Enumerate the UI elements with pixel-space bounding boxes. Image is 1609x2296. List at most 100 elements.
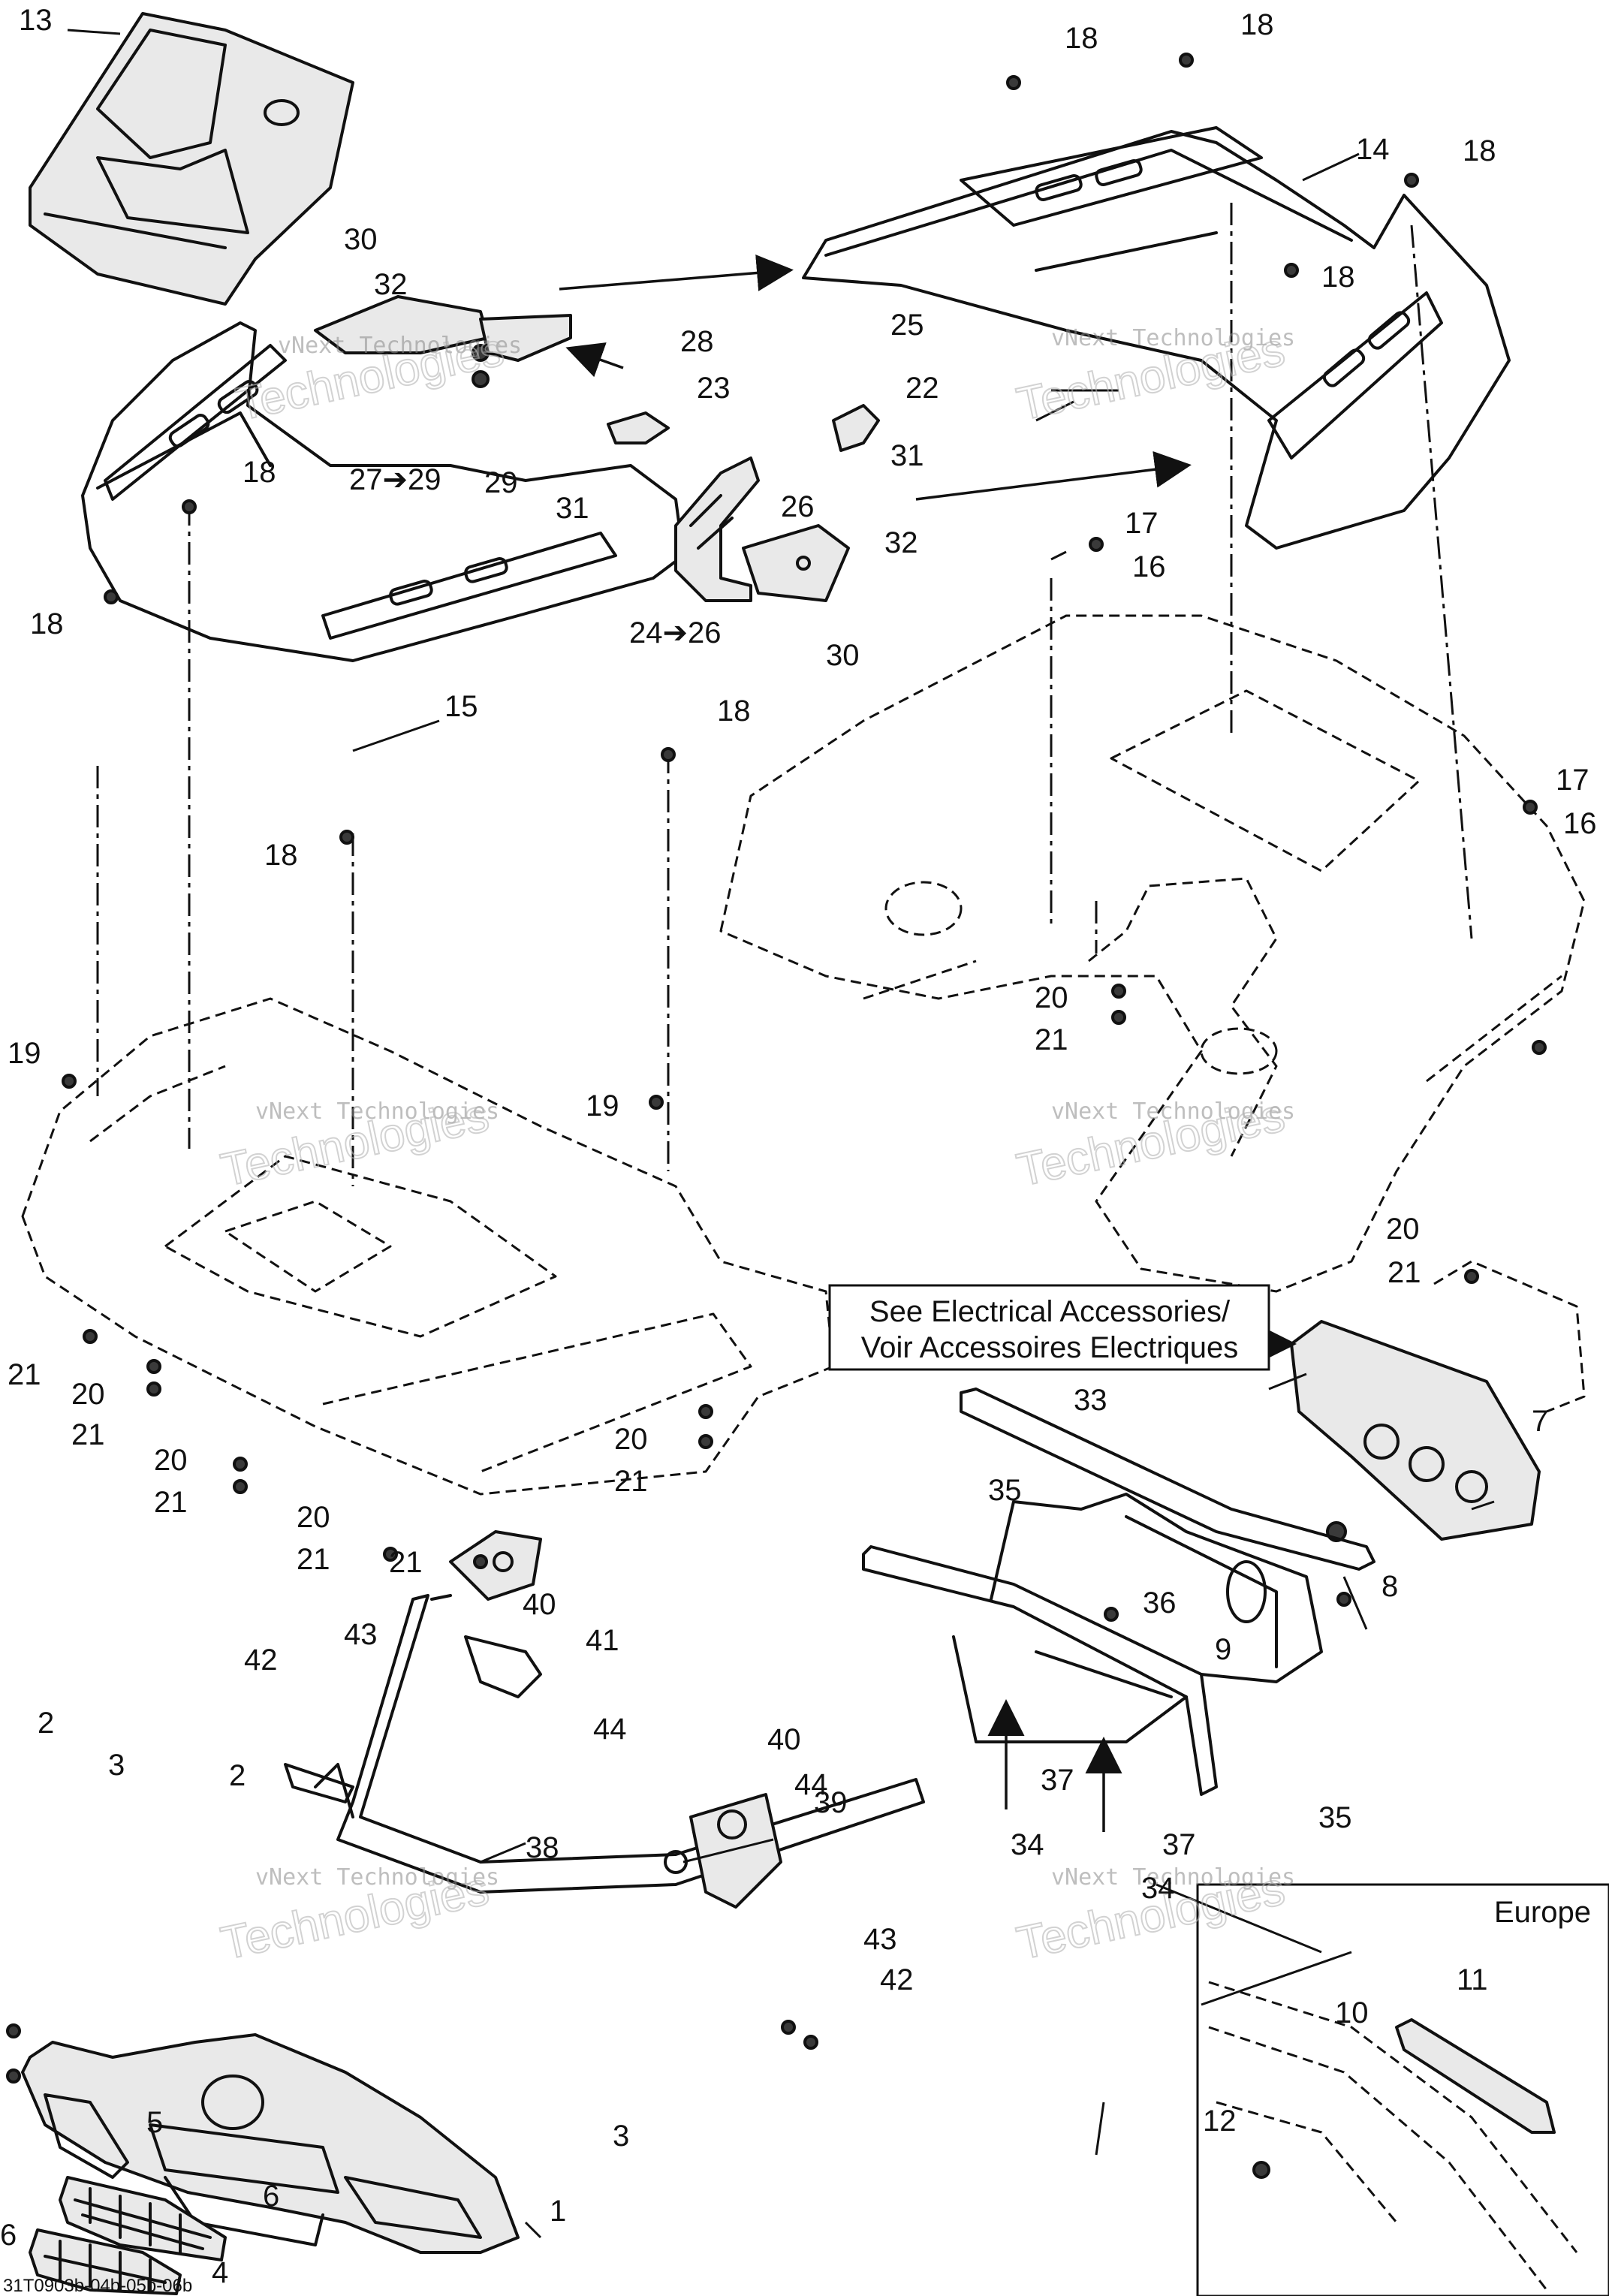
callout-20c: 20 [71, 1378, 105, 1411]
callout-19a: 19 [8, 1037, 41, 1070]
callout-20d: 20 [154, 1444, 188, 1477]
callout-21a: 21 [1035, 1023, 1068, 1056]
callout-7: 7 [1532, 1405, 1548, 1438]
callout-21c: 21 [8, 1358, 41, 1391]
callout-21f: 21 [614, 1465, 648, 1498]
callout-9: 9 [1215, 1633, 1231, 1666]
svg-text:vNext Technologies: vNext Technologies [1051, 1864, 1295, 1891]
part-4-lower-grille [29, 2228, 182, 2295]
callout-20e: 20 [614, 1423, 648, 1456]
part-14-rear-rack [802, 126, 1511, 550]
callout-2b: 2 [229, 1759, 246, 1792]
svg-text:vNext Technologies: vNext Technologies [278, 333, 522, 359]
callout-21b: 21 [1388, 1256, 1421, 1289]
part-39-bracket [689, 1793, 782, 1909]
callout-20f: 20 [297, 1501, 330, 1534]
callout-20b: 20 [1386, 1213, 1420, 1246]
callout-39: 39 [814, 1786, 848, 1819]
callout-30: 30 [344, 223, 378, 256]
part-23-bracket [607, 411, 670, 444]
svg-text:vNext Technologies: vNext Technologies [1051, 325, 1295, 351]
callout-30b: 30 [826, 639, 860, 672]
callout-17a: 17 [1125, 507, 1159, 540]
part-38-front-bar [284, 1594, 925, 1894]
drawing-code: 31T0903b-04b-05b-06b [3, 2276, 192, 2296]
callout-26: 26 [781, 490, 815, 523]
callout-40b: 40 [767, 1723, 801, 1756]
parts-27-29-handle [314, 295, 572, 388]
callout-1: 1 [550, 2195, 566, 2228]
callout-16b: 16 [1563, 807, 1597, 840]
callouts: 13 30 32 28 23 27➔29 29 31 25 22 31 26 3… [0, 4, 1597, 2289]
callout-18d: 18 [1321, 261, 1355, 294]
callout-12: 12 [1203, 2105, 1237, 2138]
note-line-2: Voir Accessoires Electriques [861, 1331, 1238, 1364]
part-13-front-cover [29, 12, 354, 306]
callout-10: 10 [1335, 1996, 1369, 2029]
callout-31: 31 [556, 492, 589, 525]
part-1-front-fascia [21, 2033, 520, 2254]
hardware [6, 53, 1547, 2084]
callout-18c: 18 [1463, 134, 1496, 167]
callout-18b: 18 [1240, 8, 1274, 41]
front-fender-body-dashed [21, 997, 835, 1496]
callout-44a: 44 [593, 1713, 627, 1746]
callout-35b: 35 [1318, 1801, 1352, 1834]
callout-43a: 43 [344, 1618, 378, 1651]
callout-42b: 42 [880, 1963, 914, 1996]
callout-22: 22 [905, 372, 939, 405]
callout-34b: 34 [1141, 1872, 1175, 1905]
callout-6a: 6 [263, 2180, 279, 2213]
electrical-accessories-note: See Electrical Accessories/ Voir Accesso… [828, 1284, 1270, 1371]
callout-23: 23 [697, 372, 731, 405]
callout-29: 29 [484, 466, 518, 499]
callout-21e: 21 [154, 1486, 188, 1519]
part-15-front-rack [81, 321, 685, 662]
callout-40a: 40 [523, 1588, 556, 1621]
part-33-rear-frame [862, 1388, 1375, 1796]
part-5-upper-grille [59, 2176, 227, 2261]
assembly-arrows [559, 255, 1297, 1832]
callout-15: 15 [444, 690, 478, 723]
callout-25: 25 [890, 309, 924, 342]
callout-20a: 20 [1035, 981, 1068, 1014]
part-22-bracket [832, 404, 880, 452]
callout-38: 38 [526, 1831, 559, 1864]
callout-19b: 19 [586, 1089, 619, 1122]
callout-18g: 18 [717, 695, 751, 728]
callout-32b: 32 [884, 526, 918, 559]
callout-2a: 2 [38, 1707, 54, 1740]
callout-37a: 37 [1041, 1764, 1074, 1797]
callout-41: 41 [586, 1624, 619, 1657]
callout-33: 33 [1074, 1384, 1107, 1417]
callout-34a: 34 [1011, 1828, 1044, 1861]
callout-18a: 18 [1065, 22, 1098, 55]
svg-text:vNext Technologies: vNext Technologies [1051, 1098, 1295, 1125]
callout-44b: 44 [794, 1768, 828, 1801]
callout-32: 32 [374, 268, 408, 301]
leader-lines [67, 29, 1495, 2239]
europe-label: Europe [1494, 1896, 1591, 1929]
callout-18h: 18 [264, 839, 298, 872]
assembly-axis-lines [96, 203, 1473, 1186]
callout-8: 8 [1382, 1570, 1398, 1603]
part-41-bracket [449, 1530, 542, 1601]
callout-11: 11 [1457, 1963, 1488, 1996]
callout-21h: 21 [389, 1546, 423, 1579]
callout-18f: 18 [30, 607, 64, 640]
callout-21d: 21 [71, 1418, 105, 1451]
callout-4: 4 [212, 2256, 228, 2289]
callout-13: 13 [19, 4, 53, 37]
part-7-taillight [1290, 1260, 1586, 1542]
callout-5: 5 [146, 2106, 163, 2139]
svg-text:vNext Technologies: vNext Technologies [255, 1864, 499, 1891]
callout-3a: 3 [108, 1749, 125, 1782]
svg-text:vNext Technologies: vNext Technologies [255, 1098, 499, 1125]
callout-42a: 42 [244, 1644, 278, 1677]
note-line-1: See Electrical Accessories/ [869, 1295, 1231, 1328]
callout-35a: 35 [988, 1474, 1022, 1507]
callout-27-29: 27➔29 [349, 463, 441, 496]
parts-24-26-handle [674, 456, 850, 602]
callout-6b: 6 [0, 2219, 17, 2252]
